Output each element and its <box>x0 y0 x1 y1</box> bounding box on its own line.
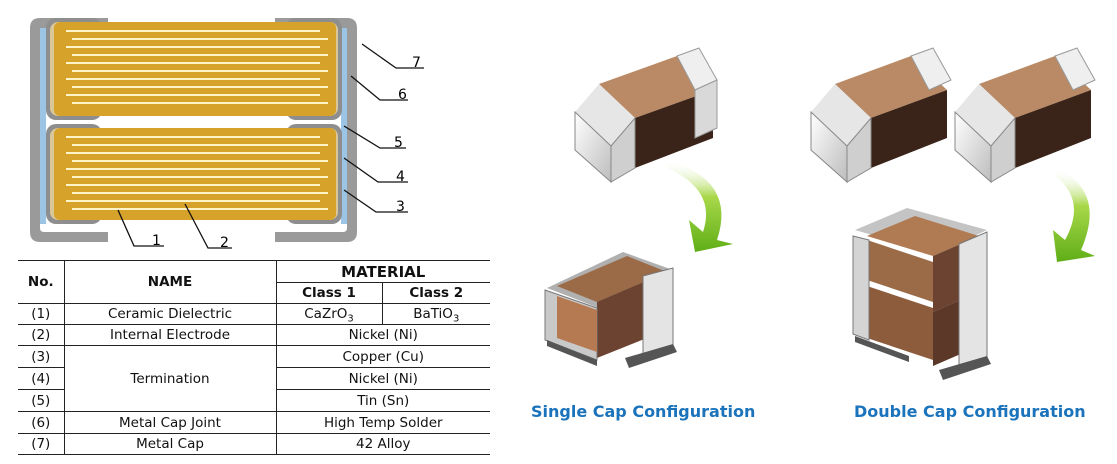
formula-subscript: 3 <box>452 313 460 325</box>
formula-subscript: 3 <box>347 313 354 325</box>
row-name-termination: Termination <box>64 345 277 412</box>
callout-5: 5 <box>394 135 403 151</box>
row-no: (1) <box>18 303 65 325</box>
row-no: (2) <box>18 324 65 346</box>
callout-1: 1 <box>152 233 161 249</box>
mounted-single <box>544 252 677 368</box>
row-no: (6) <box>18 411 65 434</box>
table-row: (2) Internal Electrode Nickel (Ni) <box>18 324 490 346</box>
row-material: High Temp Solder <box>276 411 490 434</box>
mounted-double <box>852 208 991 380</box>
row-material: Nickel (Ni) <box>276 324 490 346</box>
callout-2: 2 <box>220 235 229 251</box>
electrodes-lower <box>66 136 328 210</box>
header-material: MATERIAL <box>276 260 490 283</box>
chip-single <box>574 47 718 184</box>
formula-main: CaZrO <box>304 306 348 322</box>
row-material: Tin (Sn) <box>276 389 490 412</box>
arrow-double <box>1053 168 1095 262</box>
caption-single: Single Cap Configuration <box>531 402 756 421</box>
header-no: No. <box>18 260 65 304</box>
caption-double: Double Cap Configuration <box>854 402 1086 421</box>
row-name: Ceramic Dielectric <box>64 303 277 325</box>
table-row: (1) Ceramic Dielectric CaZrO3 BaTiO3 <box>18 303 490 325</box>
ceramic-upper <box>54 22 336 116</box>
table-row: (5) Tin (Sn) <box>18 389 490 412</box>
ceramic-lower <box>54 128 336 220</box>
electrodes-upper <box>66 30 328 104</box>
arrow-single <box>667 160 733 252</box>
configuration-illustrations <box>544 47 1096 380</box>
row-name: Metal Cap <box>64 433 277 455</box>
row-name: Internal Electrode <box>64 324 277 346</box>
metal-cap-left <box>30 18 108 242</box>
chip-double-a <box>810 47 952 184</box>
row-class2: BaTiO3 <box>382 303 490 325</box>
row-material: 42 Alloy <box>276 433 490 455</box>
row-class1: CaZrO3 <box>276 303 383 325</box>
header-name: NAME <box>64 260 277 304</box>
leader-lines <box>117 43 424 249</box>
table-row: (6) Metal Cap Joint High Temp Solder <box>18 411 490 434</box>
table-row: (7) Metal Cap 42 Alloy <box>18 433 490 455</box>
header-class1: Class 1 <box>276 282 383 304</box>
metal-cap-right <box>275 18 357 242</box>
table-row: (4) Nickel (Ni) <box>18 367 490 390</box>
materials-table: No. NAME MATERIAL Class 1 Class 2 (1) Ce… <box>18 260 490 455</box>
row-material: Nickel (Ni) <box>276 367 490 390</box>
callout-7: 7 <box>412 55 421 71</box>
callout-4: 4 <box>396 169 405 185</box>
chip-double-b <box>954 47 1096 184</box>
row-name: Metal Cap Joint <box>64 411 277 434</box>
row-no: (4) <box>18 367 65 390</box>
row-no: (5) <box>18 389 65 412</box>
cross-section-diagram: 1 2 3 4 5 6 7 <box>30 18 424 251</box>
header-class2: Class 2 <box>382 282 490 304</box>
callout-6: 6 <box>398 87 407 103</box>
row-material: Copper (Cu) <box>276 345 490 368</box>
formula-main: BaTiO <box>413 306 453 322</box>
callout-3: 3 <box>396 199 405 215</box>
row-no: (3) <box>18 345 65 368</box>
solder-joint-left <box>40 28 46 224</box>
row-no: (7) <box>18 433 65 455</box>
table-row: (3) Termination Copper (Cu) <box>18 345 490 412</box>
